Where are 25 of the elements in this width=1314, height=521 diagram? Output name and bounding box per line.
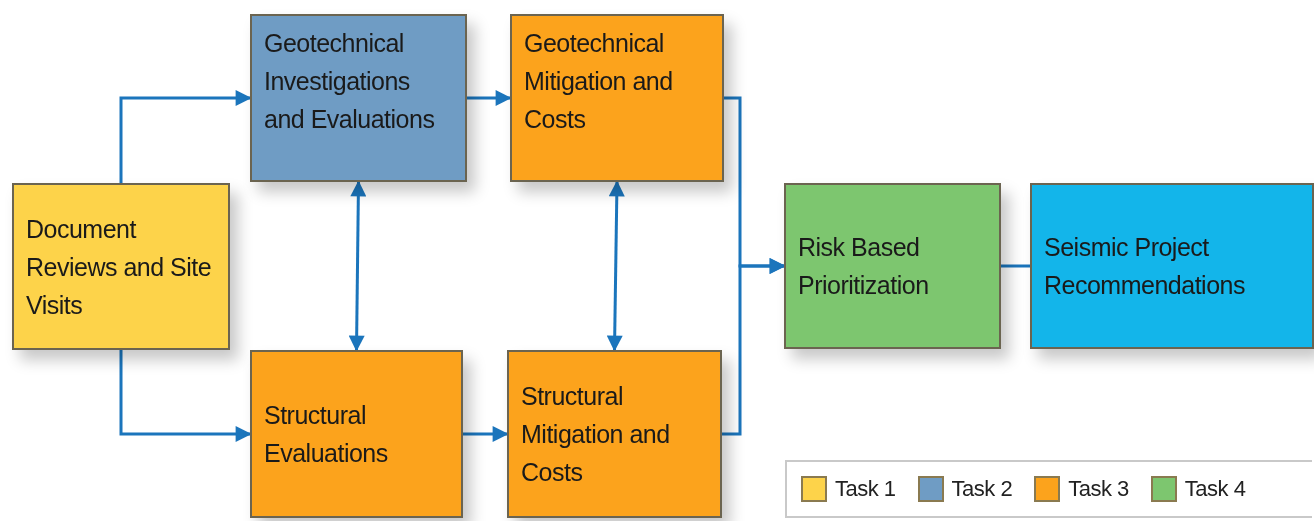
process-box (12, 183, 230, 350)
legend-label: Task 2 (951, 476, 1013, 502)
process-box (510, 14, 724, 182)
process-box (784, 183, 1001, 349)
arrow (463, 426, 509, 442)
arrow (119, 350, 252, 442)
box-label: Seismic Project Recommendations (1044, 232, 1246, 301)
box-label: Structural Evaluations (264, 400, 389, 469)
process-box (250, 14, 467, 182)
legend-label: Task 1 (835, 476, 896, 502)
box-label: Geotechnical Mitigation and Costs (524, 28, 674, 135)
box-label: Structural Mitigation and Costs (521, 381, 671, 488)
arrow (119, 90, 252, 183)
arrow (467, 90, 512, 106)
box-label: Risk Based Prioritization (798, 232, 930, 301)
arrow (348, 180, 367, 352)
process-box (1030, 183, 1314, 349)
process-box (250, 350, 463, 518)
arrow (606, 180, 625, 352)
box-label: Document Reviews and Site Visits (26, 213, 213, 321)
legend-label: Task 4 (1184, 476, 1246, 502)
process-box (507, 350, 722, 518)
box-label: Geotechnical Investigations and Evaluations (264, 28, 436, 135)
legend-label: Task 3 (1068, 476, 1129, 502)
arrow (722, 258, 786, 436)
